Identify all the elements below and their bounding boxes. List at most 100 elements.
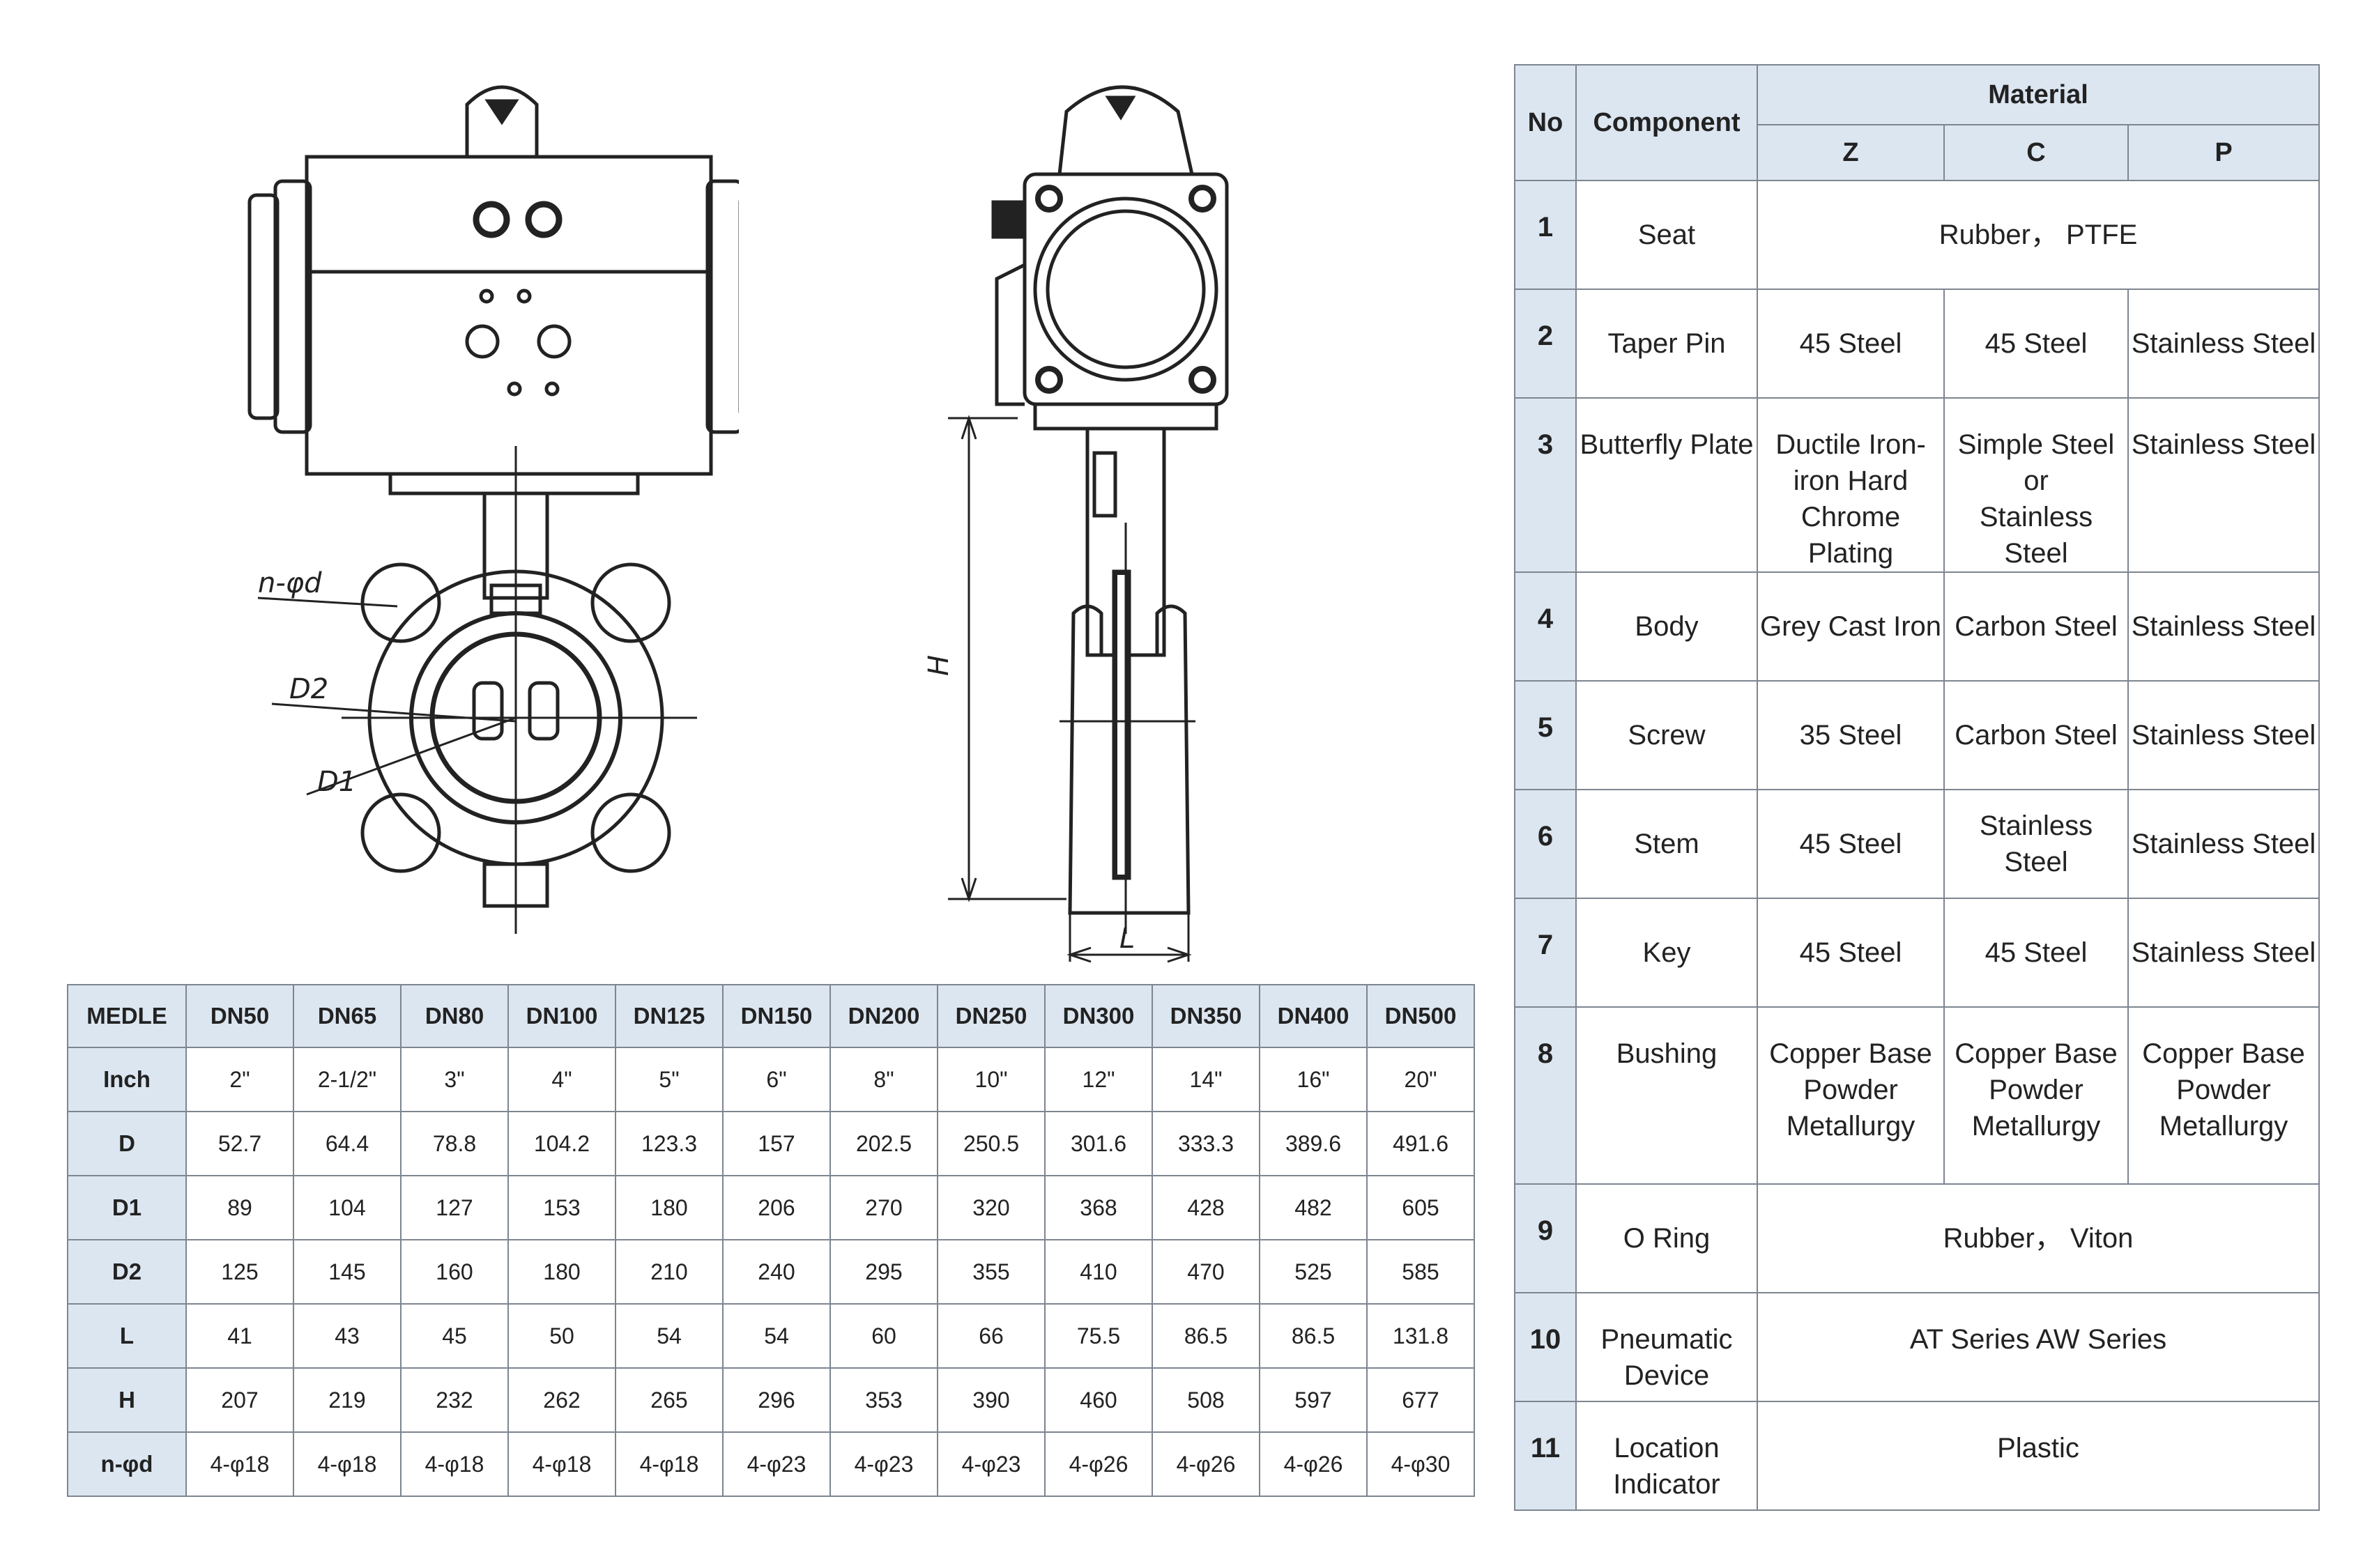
material-grade-c-line: 45 Steel [1985, 937, 2088, 968]
dimension-value: 180 [507, 1239, 616, 1305]
component-name-line: Bushing [1616, 1038, 1718, 1069]
material-grade-p: Stainless Steel [2127, 397, 2320, 573]
material-grade-z-line: Ductile Iron- [1775, 429, 1926, 460]
material-all-grades: Plastic [1756, 1401, 2320, 1511]
h-label: H [923, 655, 955, 676]
d2-label: D2 [289, 673, 328, 705]
dimension-value: 52.7 [185, 1111, 294, 1176]
dimension-value: 4-φ23 [722, 1431, 831, 1497]
row-number: 4 [1514, 571, 1577, 682]
component-name: Stem [1575, 789, 1758, 899]
dimension-value: 12" [1044, 1047, 1153, 1112]
row-label: D2 [67, 1239, 187, 1305]
material-grade-z-line: Powder [1803, 1075, 1898, 1105]
material-grade-p-line: Stainless Steel [2131, 611, 2316, 642]
component-name: Screw [1575, 680, 1758, 790]
dimension-value: 525 [1259, 1239, 1368, 1305]
dimension-value: 86.5 [1152, 1303, 1260, 1369]
material-grade-z-line: Grey Cast Iron [1759, 611, 1942, 642]
dimension-value: 250.5 [937, 1111, 1046, 1176]
dimension-value: 390 [937, 1367, 1046, 1433]
component-name-line: Device [1623, 1360, 1710, 1391]
component-name: Key [1575, 898, 1758, 1008]
dimension-value: 265 [615, 1367, 724, 1433]
position-indicator [465, 85, 539, 157]
header-component: Component [1575, 64, 1758, 181]
n-phi-d-label: n-φd [258, 567, 322, 599]
row-number: 1 [1514, 180, 1577, 290]
component-name-line: Pneumatic [1600, 1324, 1733, 1355]
dimension-value: 8" [829, 1047, 938, 1112]
dimension-value: 160 [400, 1239, 509, 1305]
size-header: DN125 [615, 984, 724, 1048]
dimension-value: 240 [722, 1239, 831, 1305]
dimension-value: 428 [1152, 1175, 1260, 1240]
dim-table-corner: MEDLE [67, 984, 187, 1048]
dimension-value: 153 [507, 1175, 616, 1240]
dimension-value: 270 [829, 1175, 938, 1240]
row-label: Inch [67, 1047, 187, 1112]
size-header: DN100 [507, 984, 616, 1048]
dimension-value: 125 [185, 1239, 294, 1305]
dimension-value: 389.6 [1259, 1111, 1368, 1176]
row-label: H [67, 1367, 187, 1433]
row-number: 2 [1514, 289, 1577, 399]
size-header: DN500 [1366, 984, 1475, 1048]
row-number: 11 [1514, 1401, 1577, 1511]
dimension-value: 4-φ26 [1259, 1431, 1368, 1497]
material-grade-p: Stainless Steel [2127, 571, 2320, 682]
valve-front-view-drawing: n-φd D2 D1 [247, 85, 739, 934]
component-name-line: Butterfly Plate [1580, 429, 1754, 460]
dimension-value: 2-1/2" [293, 1047, 402, 1112]
material-all-grades-line: AT Series AW Series [1909, 1324, 2167, 1355]
material-all-grades-line: Plastic [1997, 1433, 2079, 1463]
size-header: DN150 [722, 984, 831, 1048]
dimension-value: 60 [829, 1303, 938, 1369]
row-label: L [67, 1303, 187, 1369]
dimension-value: 4-φ30 [1366, 1431, 1475, 1497]
material-grade-p-line: Stainless Steel [2131, 720, 2316, 751]
dimension-value: 5" [615, 1047, 724, 1112]
component-name: Bushing [1575, 1006, 1758, 1185]
dimension-value: 355 [937, 1239, 1046, 1305]
dimension-value: 4-φ18 [615, 1431, 724, 1497]
material-grade-c-line: Stainless Steel [1979, 810, 2093, 877]
component-name-line: Body [1635, 611, 1699, 642]
dimension-value: 219 [293, 1367, 402, 1433]
dimension-value: 585 [1366, 1239, 1475, 1305]
dimension-value: 4-φ26 [1152, 1431, 1260, 1497]
material-all-grades-line: Rubber， PTFE [1938, 220, 2138, 250]
dimension-value: 50 [507, 1303, 616, 1369]
material-grade-z-line: 45 Steel [1799, 937, 1902, 968]
row-number: 8 [1514, 1006, 1577, 1185]
dimension-value: 301.6 [1044, 1111, 1153, 1176]
dimension-value: 157 [722, 1111, 831, 1176]
material-grade-z: 35 Steel [1757, 680, 1945, 790]
dimension-value: 202.5 [829, 1111, 938, 1176]
row-label: n-φd [67, 1431, 187, 1497]
material-grade-p-line: Stainless Steel [2131, 829, 2316, 859]
dimension-value: 89 [185, 1175, 294, 1240]
dimension-value: 296 [722, 1367, 831, 1433]
material-grade-c: Carbon Steel [1943, 571, 2129, 682]
dimension-value: 353 [829, 1367, 938, 1433]
dimension-value: 210 [615, 1239, 724, 1305]
dimension-value: 3" [400, 1047, 509, 1112]
material-grade-z-line: 45 Steel [1799, 829, 1902, 859]
material-all-grades: AT Series AW Series [1756, 1292, 2320, 1402]
valve-side-view-drawing: H L [923, 85, 1229, 963]
component-name-line: Stem [1634, 829, 1699, 859]
header-grade-z: Z [1757, 124, 1945, 181]
